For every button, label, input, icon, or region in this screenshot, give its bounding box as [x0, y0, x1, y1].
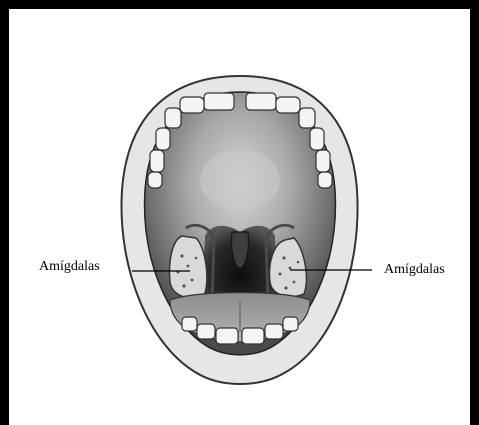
palate-highlight [200, 150, 280, 210]
label-right-tonsils: Amígdalas [384, 262, 445, 278]
label-left-tonsils: Amígdalas [39, 259, 100, 275]
